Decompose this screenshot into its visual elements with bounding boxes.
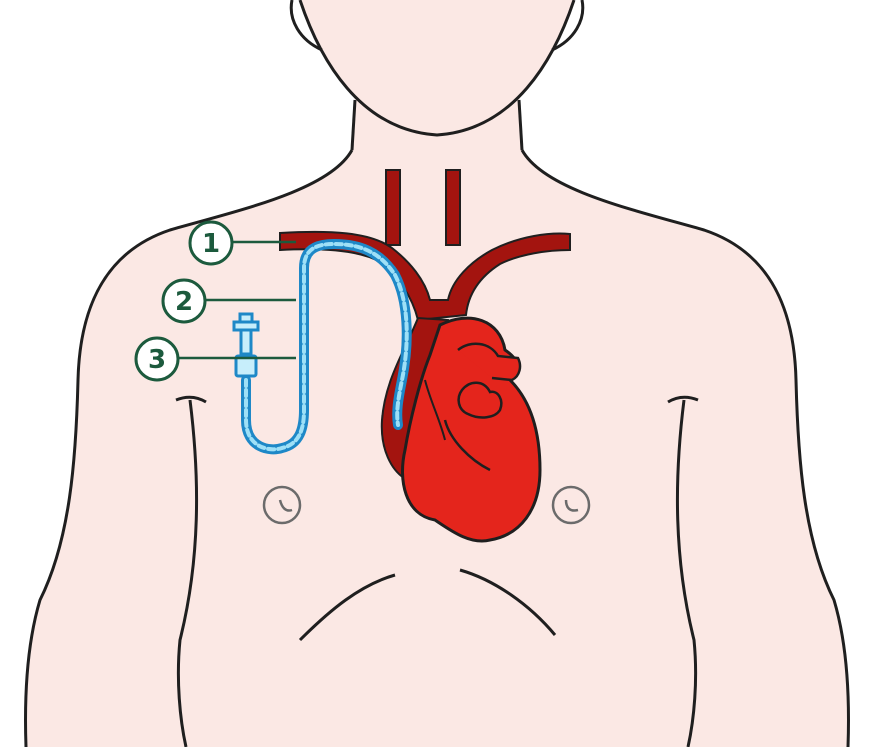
neck-left-line xyxy=(350,99,357,151)
neck-right-line xyxy=(517,99,524,151)
right-pectoral-line xyxy=(459,568,557,636)
right-nipple xyxy=(551,485,591,525)
right-shoulder-line xyxy=(520,149,850,747)
callout-3-badge xyxy=(134,336,180,382)
left-shoulder-line xyxy=(24,149,354,747)
heart-groove xyxy=(443,419,491,472)
right-arm-inner-line xyxy=(667,395,699,404)
catheter-tube-inner xyxy=(244,242,409,452)
catheter-clamp xyxy=(234,354,258,378)
callout-2: 2 xyxy=(161,278,296,324)
right-jugular-vein xyxy=(445,169,461,246)
left-nipple xyxy=(262,485,302,525)
heart-vessel-detail xyxy=(457,381,503,419)
aorta-arch xyxy=(457,342,522,382)
catheter-hub-tip xyxy=(238,312,254,324)
chin-outline xyxy=(298,0,576,137)
right-ear xyxy=(551,0,585,52)
left-jugular-vein xyxy=(385,169,401,246)
callout-2-badge xyxy=(161,278,207,324)
callout-1-badge xyxy=(188,220,234,266)
left-pectoral-line xyxy=(298,573,396,642)
catheter-hub-body xyxy=(239,328,253,356)
chest-details xyxy=(262,485,591,642)
catheter xyxy=(232,239,412,455)
callout-3-number: 3 xyxy=(148,345,166,375)
left-nipple-mark xyxy=(278,499,293,512)
callout-1: 1 xyxy=(188,220,296,266)
callout-2-number: 2 xyxy=(175,287,193,317)
left-arm-inner-line xyxy=(175,395,207,404)
heart xyxy=(401,316,542,543)
right-nipple-mark xyxy=(564,499,579,512)
left-ear xyxy=(289,0,323,52)
right-armpit-line xyxy=(675,399,698,747)
callout-1-number: 1 xyxy=(202,229,220,259)
left-armpit-line xyxy=(176,399,199,747)
heart-atrium-line xyxy=(424,379,446,441)
head xyxy=(289,0,585,151)
callout-3: 3 xyxy=(134,336,296,382)
